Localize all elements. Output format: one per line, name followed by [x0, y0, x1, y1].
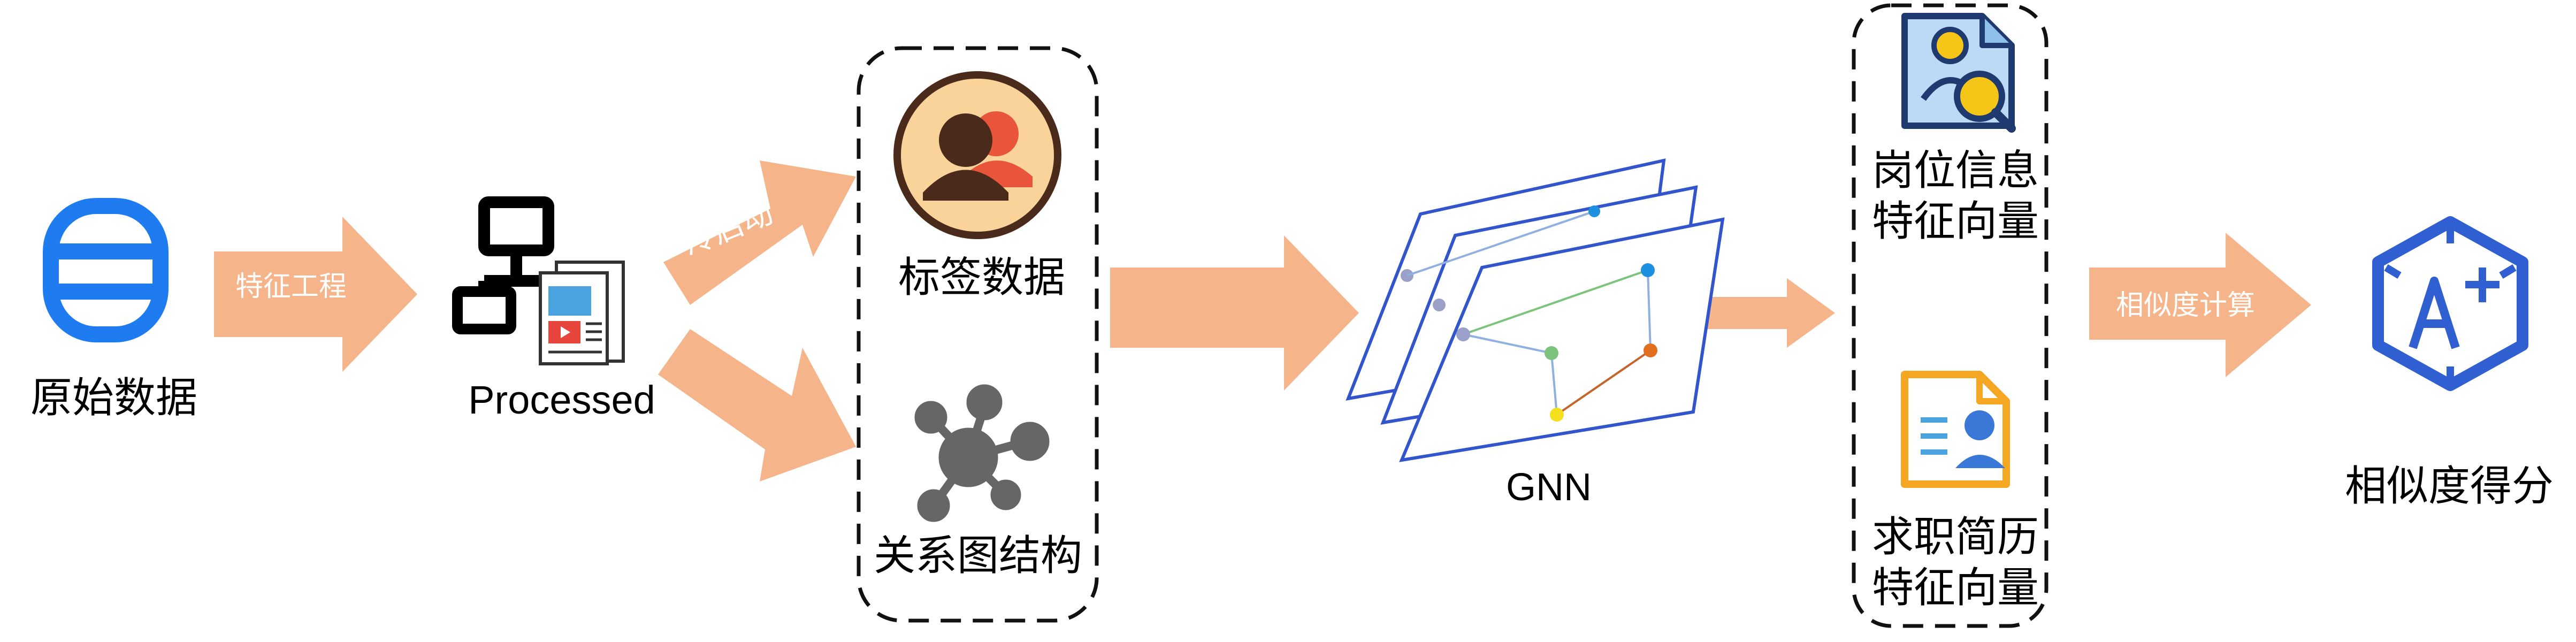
grade-a-plus-icon	[2372, 216, 2528, 391]
feature-engineering-label: 特征工程	[235, 271, 347, 303]
gnn-graph-icon	[1346, 158, 1725, 462]
arrow-to-gnn	[1110, 235, 1359, 391]
resume-icon	[1901, 371, 2010, 488]
relation-graph-label: 关系图结构	[873, 532, 1083, 580]
job-info-label-line2: 特征向量	[1871, 197, 2039, 246]
arrow-gnn-to-vectors	[1699, 278, 1835, 348]
document-search-icon	[1901, 13, 2016, 133]
dashed-box-vectors	[1852, 3, 2048, 628]
user-group-icon	[893, 71, 1061, 239]
gnn-label: GNN	[1506, 466, 1592, 509]
network-hierarchy-icon	[452, 196, 625, 365]
raw-data-label: 原始数据	[30, 374, 198, 422]
processed-label: Processed	[468, 378, 655, 422]
arrow-lower	[658, 329, 856, 482]
arrow-similarity-calc	[2089, 233, 2311, 377]
job-info-label-line1: 岗位信息	[1871, 147, 2039, 195]
database-icon	[43, 198, 169, 342]
dashed-box-data	[857, 46, 1099, 623]
tag-data-label: 标签数据	[898, 254, 1066, 302]
arrow-cold-start	[663, 160, 856, 305]
similarity-score-label: 相似度得分	[2344, 462, 2554, 510]
hub-nodes-icon	[914, 384, 1050, 522]
resume-label-line2: 特征向量	[1871, 564, 2039, 612]
arrow-feature-engineering	[214, 217, 417, 372]
similarity-calc-label: 相似度计算	[2116, 289, 2256, 322]
resume-label-line1: 求职简历	[1871, 513, 2039, 561]
